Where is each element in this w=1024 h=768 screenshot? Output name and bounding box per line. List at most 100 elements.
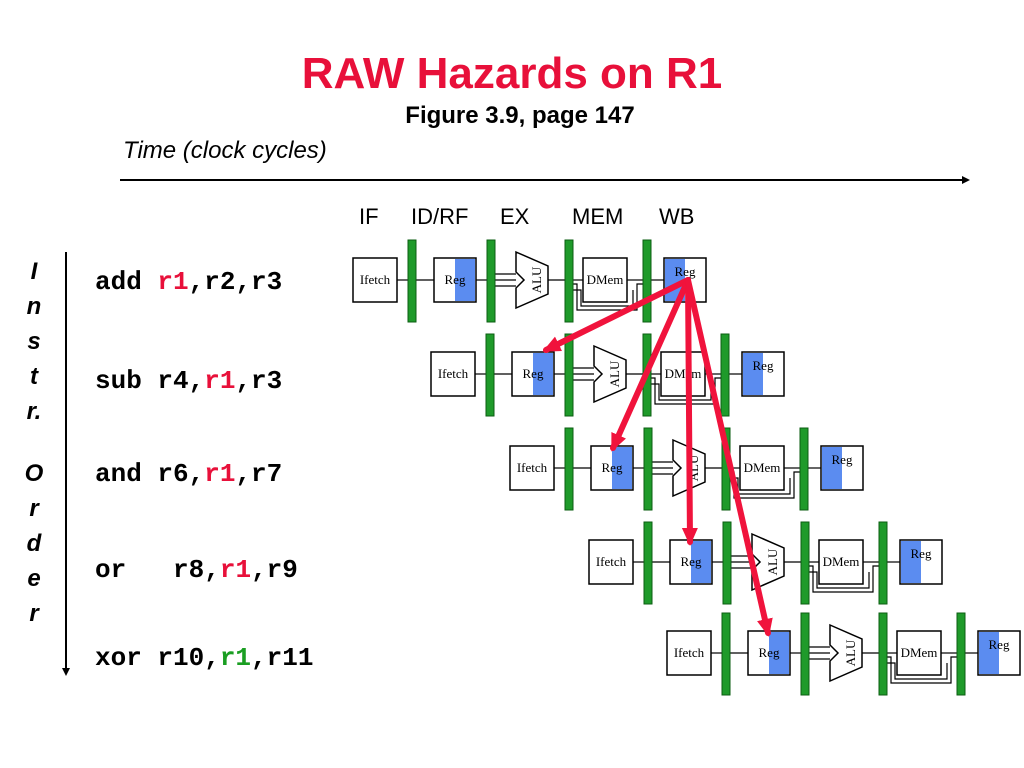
side-label-letter: d xyxy=(26,530,42,557)
instruction-and: and r6,r1,r7 xyxy=(95,458,282,490)
reg-write-label: Reg xyxy=(753,358,774,373)
alu-shape xyxy=(515,250,549,310)
stage-label-mem: MEM xyxy=(572,204,624,229)
ifetch-label: Ifetch xyxy=(438,366,469,381)
reg-read-fill xyxy=(691,541,711,583)
instr-operands: ,r7 xyxy=(235,459,283,489)
reg-write-label: Reg xyxy=(832,452,853,467)
ifetch-label: Ifetch xyxy=(360,272,391,287)
dmem-label: DMem xyxy=(587,272,624,287)
pipeline-latch xyxy=(956,612,966,696)
pipeline-latch xyxy=(564,427,574,511)
reg-read-fill xyxy=(533,353,553,395)
stage-label-wb: WB xyxy=(659,204,695,229)
dmem-label: DMem xyxy=(823,554,860,569)
side-label-letter: I xyxy=(30,258,38,285)
side-label-letter: r xyxy=(29,600,39,627)
reg-read-label: Reg xyxy=(523,366,544,381)
ifetch-label: Ifetch xyxy=(674,645,705,660)
time-axis-label: Time (clock cycles) xyxy=(123,137,327,164)
side-label-letter: r xyxy=(29,495,39,522)
figure-reference: Figure 3.9, page 147 xyxy=(405,102,635,129)
pipeline-wire xyxy=(809,646,830,660)
pipeline-latch xyxy=(720,333,730,417)
instr-op: or xyxy=(95,555,127,585)
instruction-or: or r8,r1,r9 xyxy=(95,554,298,586)
side-label-letter: O xyxy=(24,460,44,487)
side-label-letter: e xyxy=(27,565,41,592)
instr-operands: r6, xyxy=(141,459,205,489)
reg-write-fill xyxy=(822,447,842,489)
stage-label-id-rf: ID/RF xyxy=(411,204,469,229)
dmem-box xyxy=(896,630,942,676)
stage-label-if: IF xyxy=(359,204,379,229)
instr-operands: ,r11 xyxy=(251,643,314,673)
page-title: RAW Hazards on R1 xyxy=(301,49,723,98)
side-label-letter: r. xyxy=(26,398,42,425)
pipeline-latch xyxy=(642,239,652,323)
hazard-arrow xyxy=(610,277,691,452)
mem-bypass-wire xyxy=(573,283,643,311)
pipeline-wire xyxy=(652,461,673,475)
alu-label: ALU xyxy=(765,548,780,575)
alu-label: ALU xyxy=(843,639,858,666)
pipeline-latch xyxy=(643,427,653,511)
instruction-sub: sub r4,r1,r3 xyxy=(95,365,282,397)
dmem-label: DMem xyxy=(744,460,781,475)
pipeline-latch xyxy=(564,239,574,323)
dmem-label: DMem xyxy=(901,645,938,660)
reg-read-fill xyxy=(769,632,789,674)
ifetch-label: Ifetch xyxy=(596,554,627,569)
reg-read-fill xyxy=(612,447,632,489)
pipeline-row: Ifetch Reg ALU DMem Reg xyxy=(666,612,1021,696)
hazard-arrow xyxy=(685,277,773,637)
instr-operands: ,r2,r3 xyxy=(188,267,283,297)
reg-read-label: Reg xyxy=(681,554,702,569)
reg-read-fill xyxy=(455,259,475,301)
instr-hazard-register: r1 xyxy=(204,366,236,396)
ifetch-box xyxy=(509,445,555,491)
alu-label: ALU xyxy=(607,360,622,387)
ifetch-box xyxy=(430,351,476,397)
hazard-arrow xyxy=(542,277,691,353)
side-label-letter: t xyxy=(30,363,38,390)
instr-operands: r8, xyxy=(126,555,220,585)
ifetch-box xyxy=(666,630,712,676)
reg-write-label: Reg xyxy=(989,637,1010,652)
pipeline-latch xyxy=(800,612,810,696)
reg-read-label: Reg xyxy=(759,645,780,660)
instr-operands: r10, xyxy=(141,643,220,673)
pipeline-latch xyxy=(407,239,417,323)
pipeline-latch xyxy=(486,239,496,323)
instr-operands: r4, xyxy=(141,366,205,396)
stage-label-ex: EX xyxy=(500,204,530,229)
instr-operands: ,r3 xyxy=(235,366,283,396)
dmem-box xyxy=(582,257,628,303)
reg-read-label: Reg xyxy=(445,272,466,287)
pipeline-latch xyxy=(485,333,495,417)
hazard-arrow xyxy=(681,277,698,546)
dmem-box xyxy=(739,445,785,491)
reg-write-label: Reg xyxy=(911,546,932,561)
instr-op: add xyxy=(95,267,142,297)
mem-bypass-wire xyxy=(809,571,870,589)
instr-hazard-register: r1 xyxy=(219,555,252,585)
ifetch-label: Ifetch xyxy=(517,460,548,475)
instr-hazard-register: r1 xyxy=(157,267,189,297)
hazard-arrows xyxy=(542,277,773,637)
pipeline-latch xyxy=(721,612,731,696)
pipeline-latch xyxy=(643,521,653,605)
pipeline-latch xyxy=(800,521,810,605)
mem-bypass-wire xyxy=(887,662,948,680)
side-label-letter: n xyxy=(26,293,42,320)
mem-bypass-wire xyxy=(887,656,957,684)
instruction-xor: xor r10,r1,r11 xyxy=(95,642,313,674)
instr-hazard-register: r1 xyxy=(204,459,236,489)
pipeline-latch xyxy=(878,521,888,605)
alu-shape xyxy=(593,344,627,404)
instr-op: and xyxy=(95,459,142,489)
instr-safe-register: r1 xyxy=(219,643,252,673)
